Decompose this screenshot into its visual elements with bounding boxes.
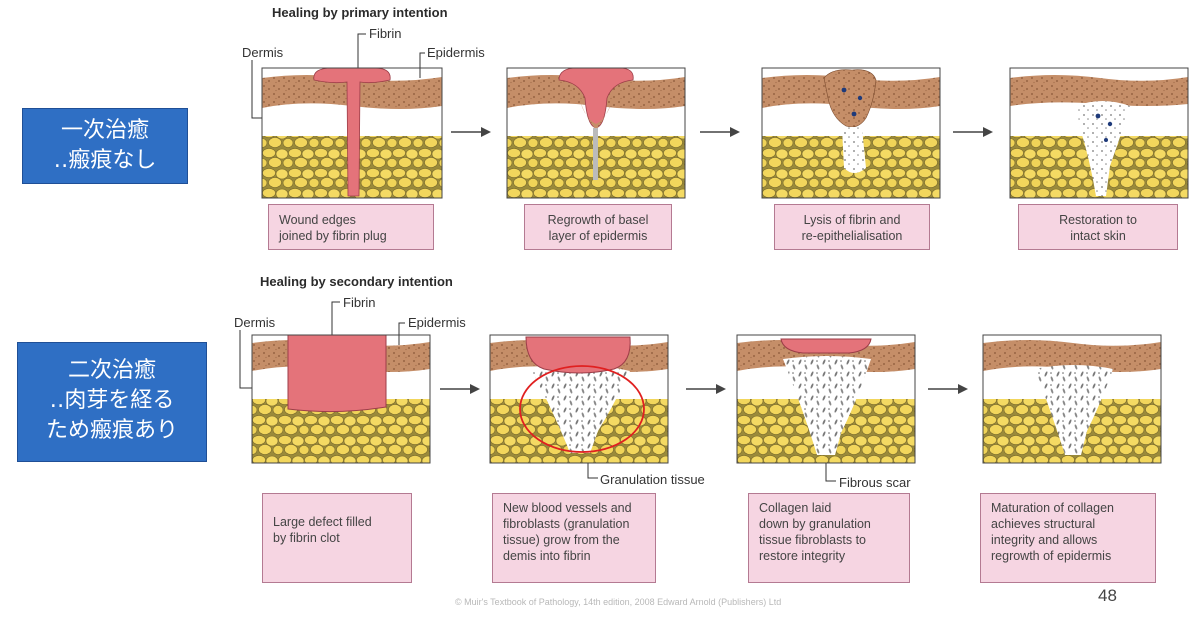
secondary-stage-4-maturation-diagram xyxy=(982,334,1162,464)
caption-line: re-epithelialisation xyxy=(801,229,903,243)
secondary-jp-line-2: ‥肉芽を経る xyxy=(49,388,175,413)
caption-line: tissue) grow from the xyxy=(503,533,620,547)
secondary-stage-1-defect-diagram xyxy=(251,334,431,464)
caption-line: Wound edges xyxy=(279,213,356,227)
caption-line: Maturation of collagen xyxy=(991,501,1114,515)
secondary-caption-3: Collagen laid down by granulation tissue… xyxy=(748,493,910,583)
top-dermis-label: Dermis xyxy=(242,45,284,60)
secondary-caption-4: Maturation of collagen achieves structur… xyxy=(980,493,1156,583)
caption-line: Collagen laid xyxy=(759,501,832,515)
caption-line: restore integrity xyxy=(759,549,846,563)
primary-stage-2-regrowth-diagram xyxy=(506,67,686,199)
bottom-dermis-label: Dermis xyxy=(234,315,276,330)
caption-line: down by granulation xyxy=(759,517,871,531)
caption-line: regrowth of epidermis xyxy=(991,549,1112,563)
caption-line: layer of epidermis xyxy=(548,229,648,243)
caption-line: tissue fibroblasts to xyxy=(759,533,866,547)
primary-jp-line-1: 一次治癒 xyxy=(60,118,149,143)
top-epidermis-label: Epidermis xyxy=(427,45,485,60)
caption-line: intact skin xyxy=(1070,229,1126,243)
primary-intention-title: Healing by primary intention xyxy=(272,5,448,20)
primary-stage-4-restoration-diagram xyxy=(1009,67,1189,199)
granulation-tissue-label: Granulation tissue xyxy=(600,472,705,487)
caption-line: Large defect filled xyxy=(273,515,372,529)
caption-line: integrity and allows xyxy=(991,533,1098,547)
caption-line: demis into fibrin xyxy=(503,549,591,563)
bottom-fibrin-label: Fibrin xyxy=(343,295,376,310)
caption-line: achieves structural xyxy=(991,517,1096,531)
primary-caption-3: Lysis of fibrin and re-epithelialisation xyxy=(774,204,930,250)
primary-healing-japanese-label: 一次治癒 ‥瘢痕なし xyxy=(22,108,188,184)
fibrous-scar-label: Fibrous scar xyxy=(839,475,911,490)
primary-caption-4: Restoration to intact skin xyxy=(1018,204,1178,250)
secondary-stage-3-collagen-diagram xyxy=(736,334,916,464)
primary-jp-line-2: ‥瘢痕なし xyxy=(53,148,157,173)
caption-line: Restoration to xyxy=(1059,213,1137,227)
bottom-epidermis-label: Epidermis xyxy=(408,315,466,330)
caption-line: fibroblasts (granulation xyxy=(503,517,630,531)
page-number: 48 xyxy=(1098,586,1117,605)
caption-line: joined by fibrin plug xyxy=(279,229,387,243)
secondary-stage-2-granulation-diagram xyxy=(489,334,669,464)
arrow-icon xyxy=(700,124,740,142)
arrow-icon xyxy=(451,124,491,142)
secondary-intention-title: Healing by secondary intention xyxy=(260,274,453,289)
caption-line: New blood vessels and xyxy=(503,501,632,515)
top-fibrin-label: Fibrin xyxy=(369,26,402,41)
primary-caption-1: Wound edges joined by fibrin plug xyxy=(268,204,434,250)
primary-caption-2: Regrowth of basel layer of epidermis xyxy=(524,204,672,250)
arrow-icon xyxy=(440,381,480,399)
secondary-healing-japanese-label: 二次治癒 ‥肉芽を経る ため瘢痕あり xyxy=(17,342,207,462)
caption-line: Regrowth of basel xyxy=(547,213,649,227)
secondary-jp-line-3: ため瘢痕あり xyxy=(45,418,178,443)
granulation-highlight-circle xyxy=(519,365,645,453)
secondary-caption-2: New blood vessels and fibroblasts (granu… xyxy=(492,493,656,583)
secondary-jp-line-1: 二次治癒 xyxy=(67,358,156,383)
arrow-icon xyxy=(953,124,993,142)
copyright-footer: © Muir's Textbook of Pathology, 14th edi… xyxy=(455,597,782,607)
primary-stage-1-wound-diagram xyxy=(261,67,443,199)
secondary-caption-1: Large defect filled by fibrin clot xyxy=(262,493,412,583)
arrow-icon xyxy=(928,381,968,399)
caption-line: by fibrin clot xyxy=(273,531,340,545)
arrow-icon xyxy=(686,381,726,399)
caption-line: Lysis of fibrin and xyxy=(803,213,901,227)
primary-stage-3-lysis-diagram xyxy=(761,67,941,199)
